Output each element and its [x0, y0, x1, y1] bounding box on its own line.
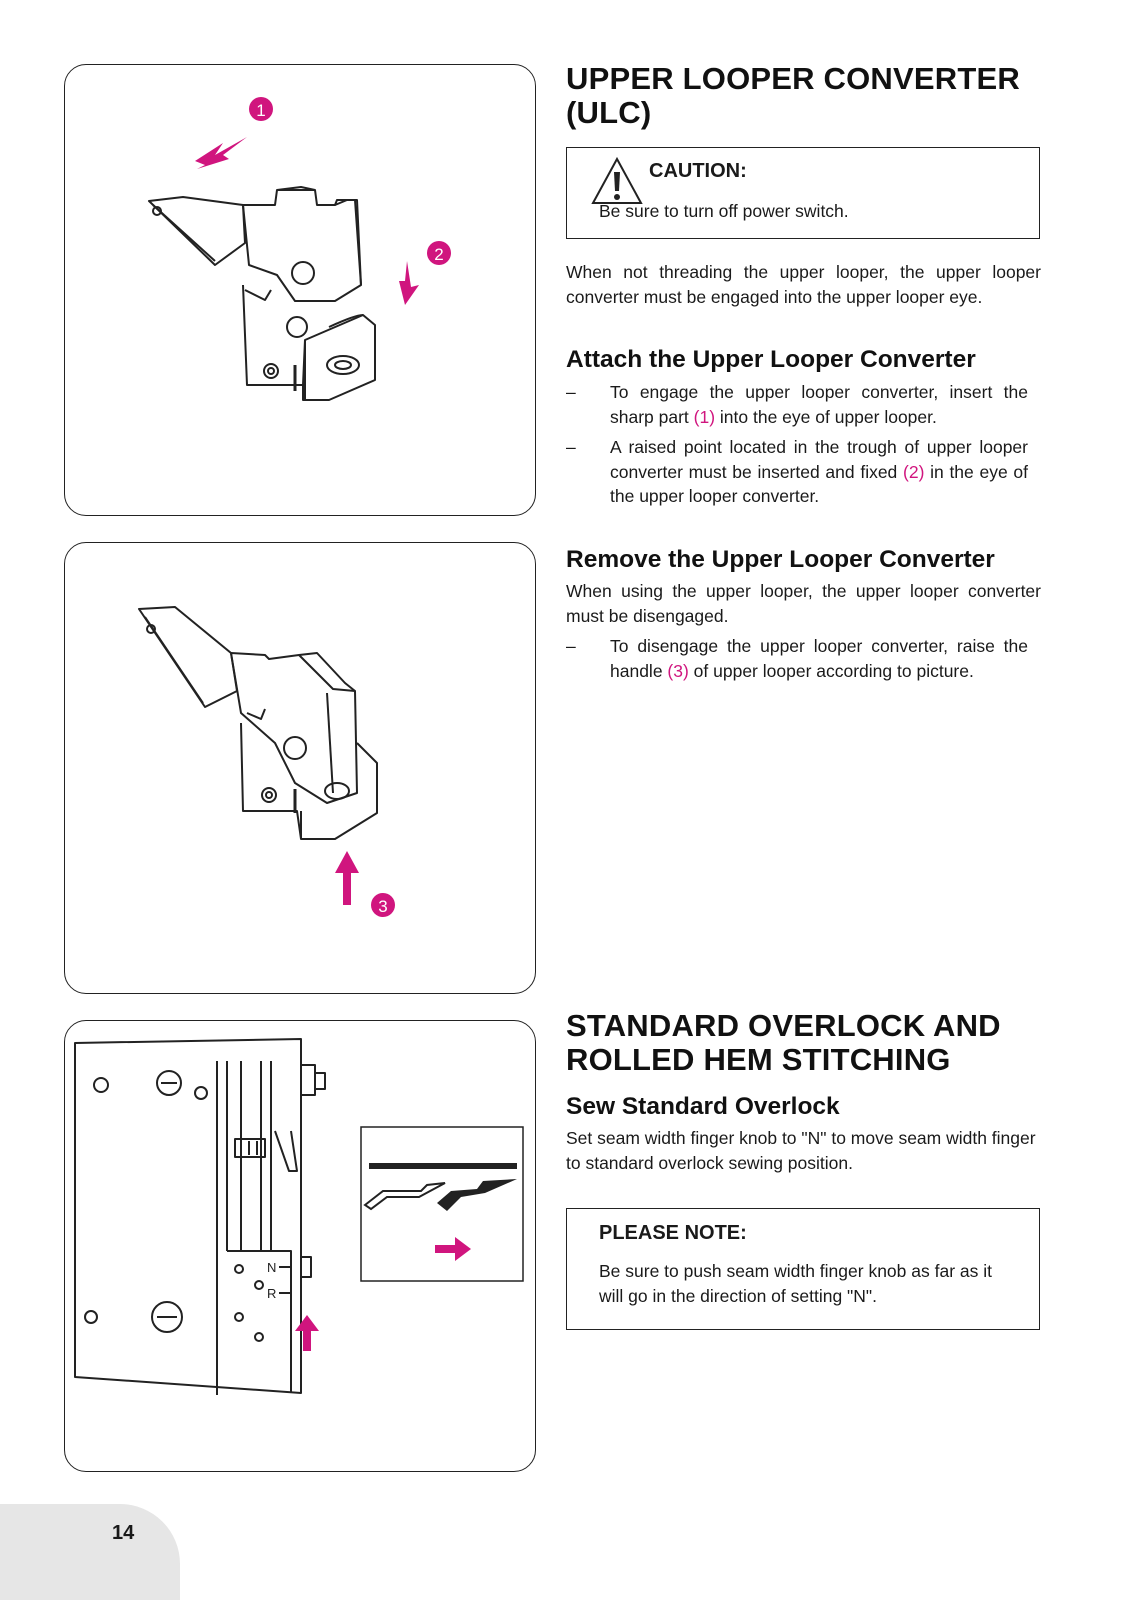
- svg-text:2: 2: [434, 245, 443, 264]
- remove-intro: When using the upper looper, the upper l…: [566, 581, 1041, 626]
- callout-3: 3: [371, 893, 395, 917]
- note-text: Be sure to push seam width finger knob a…: [599, 1261, 992, 1306]
- list-item: –To disengage the upper looper converter…: [566, 636, 1028, 681]
- svg-text:1: 1: [256, 101, 265, 120]
- overlock-intro: Set seam width finger knob to "N" to mov…: [566, 1128, 1036, 1173]
- knob-label-r: R: [267, 1286, 276, 1301]
- ulc-intro: When not threading the upper looper, the…: [566, 262, 1041, 307]
- page-number-tab: [0, 1504, 180, 1600]
- arrow-1-icon: [195, 137, 247, 169]
- caution-title: CAUTION:: [649, 160, 747, 182]
- remove-section: Remove the Upper Looper Converter When u…: [566, 546, 1041, 689]
- figure-remove-ulc: 3: [64, 542, 536, 994]
- arrow-right-icon: [435, 1237, 471, 1261]
- seam-width-illustration: N R: [74, 1038, 524, 1395]
- figure-standard-overlock: N R: [64, 1020, 536, 1472]
- callout-2: 2: [427, 241, 451, 265]
- attach-steps: –To engage the upper looper converter, i…: [566, 380, 1028, 509]
- remove-steps: –To disengage the upper looper converter…: [566, 634, 1028, 683]
- remove-heading: Remove the Upper Looper Converter: [566, 546, 995, 573]
- overlock-heading: Sew Standard Overlock: [566, 1093, 840, 1120]
- attach-ulc-illustration: 1 2: [148, 97, 451, 401]
- ulc-title: UPPER LOOPER CONVERTER(ULC): [566, 61, 1020, 130]
- callout-1: 1: [249, 97, 273, 121]
- seam-finger-inset: [360, 1126, 524, 1282]
- note-title: PLEASE NOTE:: [599, 1222, 747, 1244]
- caution-box: CAUTION: Be sure to turn off power switc…: [566, 147, 1040, 239]
- arrow-2-icon: [399, 261, 419, 305]
- knob-label-n: N: [267, 1260, 276, 1275]
- arrow-up-icon: [295, 1315, 319, 1351]
- please-note-box: PLEASE NOTE: Be sure to push seam width …: [566, 1208, 1040, 1330]
- caution-text: Be sure to turn off power switch.: [599, 201, 849, 221]
- svg-text:3: 3: [378, 897, 387, 916]
- arrow-3-icon: [335, 851, 359, 905]
- warning-triangle-icon: [591, 156, 643, 204]
- page-number: 14: [112, 1522, 135, 1544]
- overlock-section: Sew Standard Overlock Set seam width fin…: [566, 1093, 1041, 1175]
- list-item: –To engage the upper looper converter, i…: [566, 382, 1028, 427]
- list-item: –A raised point located in the trough of…: [566, 437, 1028, 506]
- attach-heading: Attach the Upper Looper Converter: [566, 346, 976, 373]
- remove-ulc-illustration: 3: [138, 606, 395, 917]
- attach-section: Attach the Upper Looper Converter –To en…: [566, 346, 1041, 515]
- figure-attach-ulc: 1 2: [64, 64, 536, 516]
